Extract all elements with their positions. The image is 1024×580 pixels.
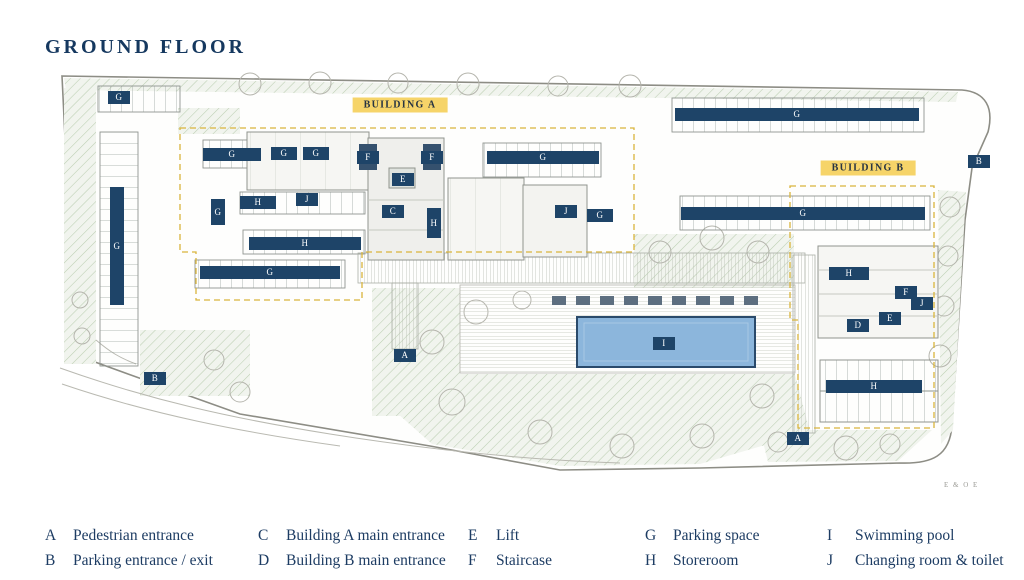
- plan-marker-d: D: [847, 318, 869, 332]
- plan-marker-g: G: [675, 107, 919, 121]
- plan-marker-g: G: [108, 90, 130, 104]
- plan-marker-h: H: [427, 208, 441, 238]
- plan-marker-f: F: [421, 150, 443, 164]
- plan-marker-e: E: [392, 172, 414, 186]
- plan-marker-a: A: [787, 431, 809, 445]
- trees: [71, 71, 961, 461]
- plan-marker-e: E: [879, 311, 901, 325]
- plan-marker-g: G: [487, 150, 599, 164]
- plan-marker-g: G: [200, 265, 340, 279]
- eoe-note: E & O E: [944, 481, 979, 489]
- plan-marker-g: G: [587, 208, 613, 222]
- plan-marker-j: J: [911, 296, 933, 310]
- plan-marker-b: B: [144, 371, 166, 385]
- plan-marker-j: J: [296, 192, 318, 206]
- plan-marker-j: J: [555, 204, 577, 218]
- plan-marker-g: G: [681, 206, 925, 220]
- area-label: BUILDING A: [352, 97, 448, 113]
- plan-marker-i: I: [653, 336, 675, 350]
- plan-marker-b: B: [968, 154, 990, 168]
- lounge-chairs: [552, 296, 758, 305]
- plan-marker-a: A: [394, 348, 416, 362]
- plan-marker-c: C: [382, 204, 404, 218]
- plan-marker-f: F: [895, 285, 917, 299]
- plan-marker-f: F: [357, 150, 379, 164]
- plan-marker-g: G: [110, 187, 124, 305]
- plan-marker-h: H: [826, 379, 922, 393]
- plan-marker-h: H: [829, 266, 869, 280]
- page-title: GROUND FLOOR: [45, 36, 246, 58]
- plan-marker-g: G: [303, 146, 329, 160]
- plan-marker-g: G: [271, 146, 297, 160]
- plan-marker-h: H: [240, 195, 276, 209]
- area-label: BUILDING B: [820, 160, 916, 176]
- plan-marker-g: G: [203, 147, 261, 161]
- plan-marker-h: H: [249, 236, 361, 250]
- plan-marker-g: G: [211, 199, 225, 225]
- footprint-outlines: [179, 127, 935, 429]
